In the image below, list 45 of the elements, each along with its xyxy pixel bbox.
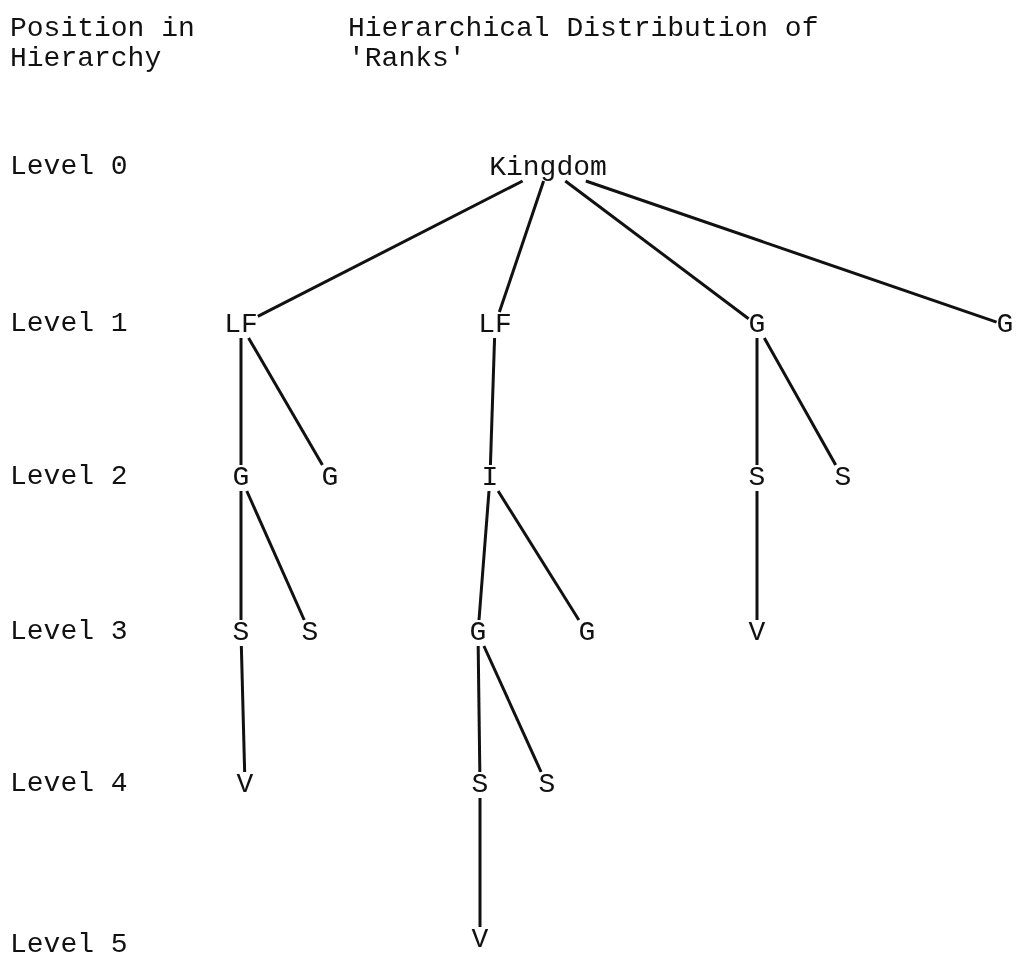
tree-line (488, 337, 497, 466)
tree-line (245, 490, 306, 621)
tree-line (755, 338, 759, 465)
tree-line (482, 645, 543, 773)
level-label: Level 3 (10, 617, 128, 647)
rank-label: LF (476, 310, 514, 340)
rank-label: V (746, 618, 768, 648)
rank-label: S (536, 770, 558, 800)
rank-label: S (832, 463, 854, 493)
rank-label: I (479, 463, 501, 493)
tree-line (763, 337, 837, 466)
rank-label: G (994, 310, 1016, 340)
column-heading: Hierarchical Distribution of 'Ranks' (348, 14, 820, 74)
level-label: Level 0 (10, 152, 128, 182)
tree-line (239, 491, 243, 620)
tree-line (496, 490, 581, 621)
rank-label: LF (222, 310, 260, 340)
rank-label: S (230, 618, 252, 648)
level-label: Level 4 (10, 769, 128, 799)
tree-line (478, 798, 482, 927)
tree-line (257, 179, 524, 318)
tree-line (477, 490, 491, 621)
rank-label: G (746, 310, 768, 340)
tree-line (564, 179, 750, 320)
rank-label: S (469, 770, 491, 800)
rank-label: G (319, 463, 341, 493)
tree-line (476, 645, 482, 773)
tree-line (585, 179, 998, 324)
level-label: Level 5 (10, 930, 128, 960)
tree-line (497, 180, 546, 313)
rank-label: G (467, 618, 489, 648)
tree-line (755, 491, 759, 620)
tree-line (239, 338, 243, 465)
rank-label: G (576, 618, 598, 648)
rank-label: S (299, 618, 321, 648)
column-heading: Position in Hierarchy (10, 14, 196, 74)
rank-label: V (234, 770, 256, 800)
rank-label: S (746, 463, 768, 493)
rank-label: G (230, 463, 252, 493)
rank-label: Kingdom (487, 153, 609, 183)
tree-line (239, 645, 247, 773)
tree-line (247, 337, 324, 466)
level-label: Level 2 (10, 462, 128, 492)
level-label: Level 1 (10, 309, 128, 339)
rank-label: V (469, 925, 491, 955)
